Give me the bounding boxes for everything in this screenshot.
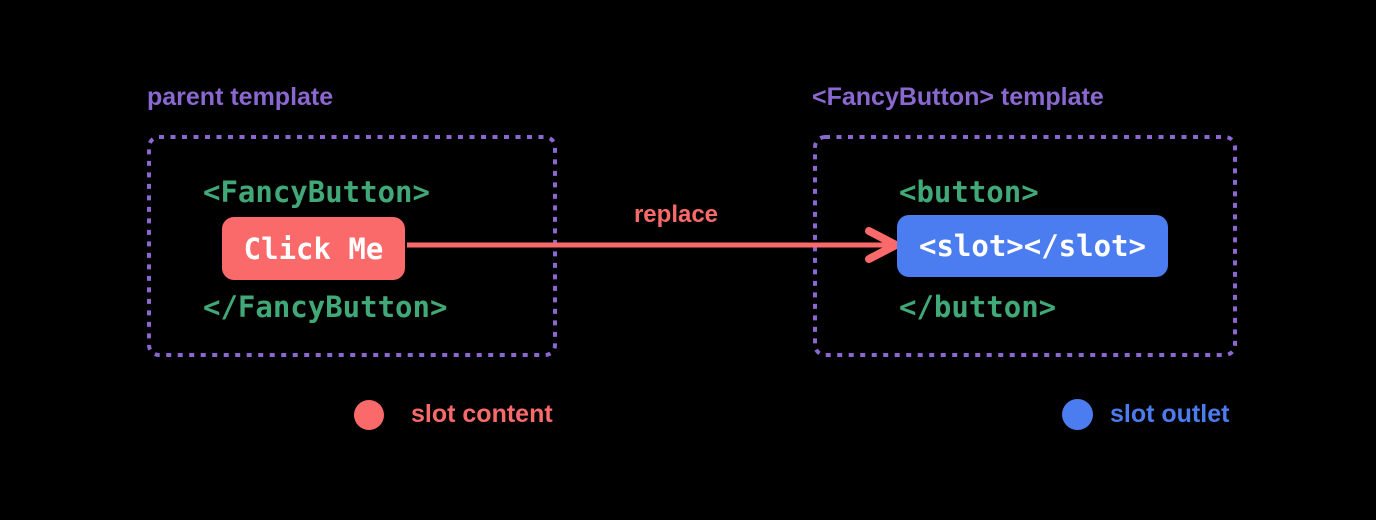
fancybutton-template-title: <FancyButton> template [812,83,1104,111]
dashed-border [147,135,557,357]
slot-content-dot-icon [354,400,384,430]
button-open-tag: <button> [899,175,1039,209]
fancybutton-open-tag: <FancyButton> [203,175,430,209]
parent-template-title: parent template [147,83,334,111]
slot-outlet-box: <slot></slot> [897,215,1168,277]
button-close-tag: </button> [899,290,1057,324]
click-me-slot-content: Click Me [222,217,405,280]
fancybutton-close-tag: </FancyButton> [203,290,448,324]
slot-outlet-dot-icon [1062,399,1093,430]
replace-label: replace [633,201,719,228]
parent-template-box [147,135,557,357]
slot-content-legend-label: slot content [411,400,553,428]
fancybutton-template-box [813,135,1237,357]
arrowhead-icon [865,227,900,263]
slot-outlet-legend-label: slot outlet [1110,400,1230,428]
dashed-border [813,135,1237,357]
replace-arrow [407,227,900,263]
